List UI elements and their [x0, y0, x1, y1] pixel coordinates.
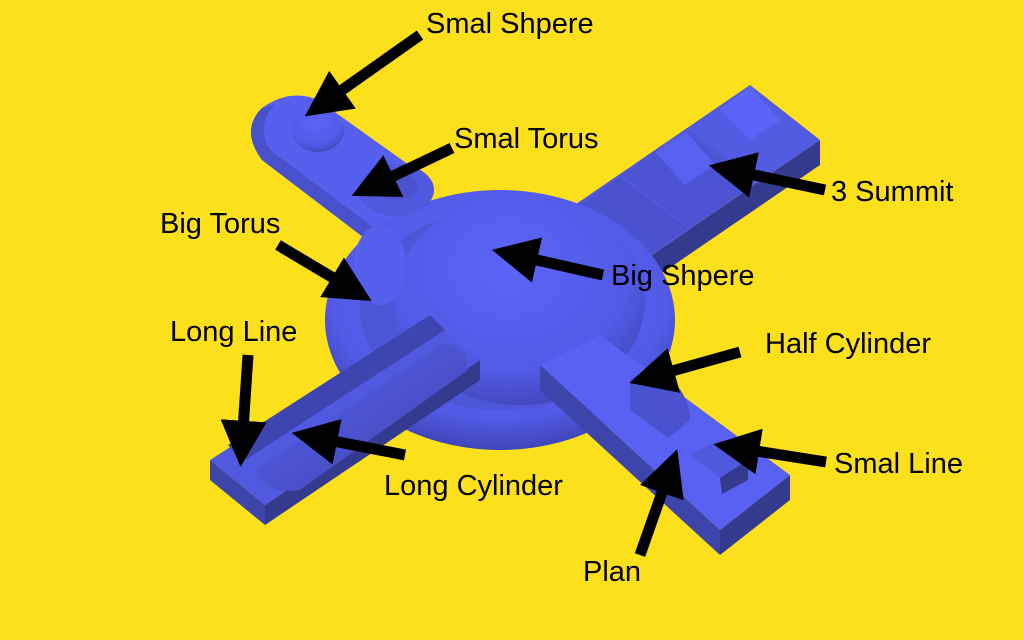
arrow-half-cylinder [629, 346, 742, 393]
arrow-smal-line [713, 428, 827, 475]
label-big-shpere: Big Shpere [611, 260, 755, 292]
arrow-smal-torus [351, 143, 455, 197]
arrow-plan [634, 449, 684, 557]
label-smal-line: Smal Line [834, 448, 963, 480]
label-big-torus: Big Torus [160, 208, 281, 240]
arrow-3-summit [708, 152, 827, 198]
small-sphere-shape [292, 108, 344, 152]
arrow-big-torus [275, 240, 372, 301]
arrow-big-shpere [491, 237, 605, 283]
label-long-line: Long Line [170, 316, 298, 348]
label-half-cylinder: Half Cylinder [765, 328, 931, 360]
label-smal-shpere: Smal Shpere [426, 8, 594, 40]
arrow-long-cylinder [291, 419, 407, 465]
label-smal-torus: Smal Torus [454, 123, 599, 155]
arrow-smal-shpere [304, 30, 424, 117]
label-3-summit: 3 Summit [831, 176, 954, 208]
arrow-long-line [220, 354, 267, 467]
annotation-arrows [220, 30, 827, 557]
label-plan: Plan [583, 556, 642, 588]
label-long-cylinder: Long Cylinder [384, 470, 563, 502]
lower-right-arm [540, 335, 790, 555]
